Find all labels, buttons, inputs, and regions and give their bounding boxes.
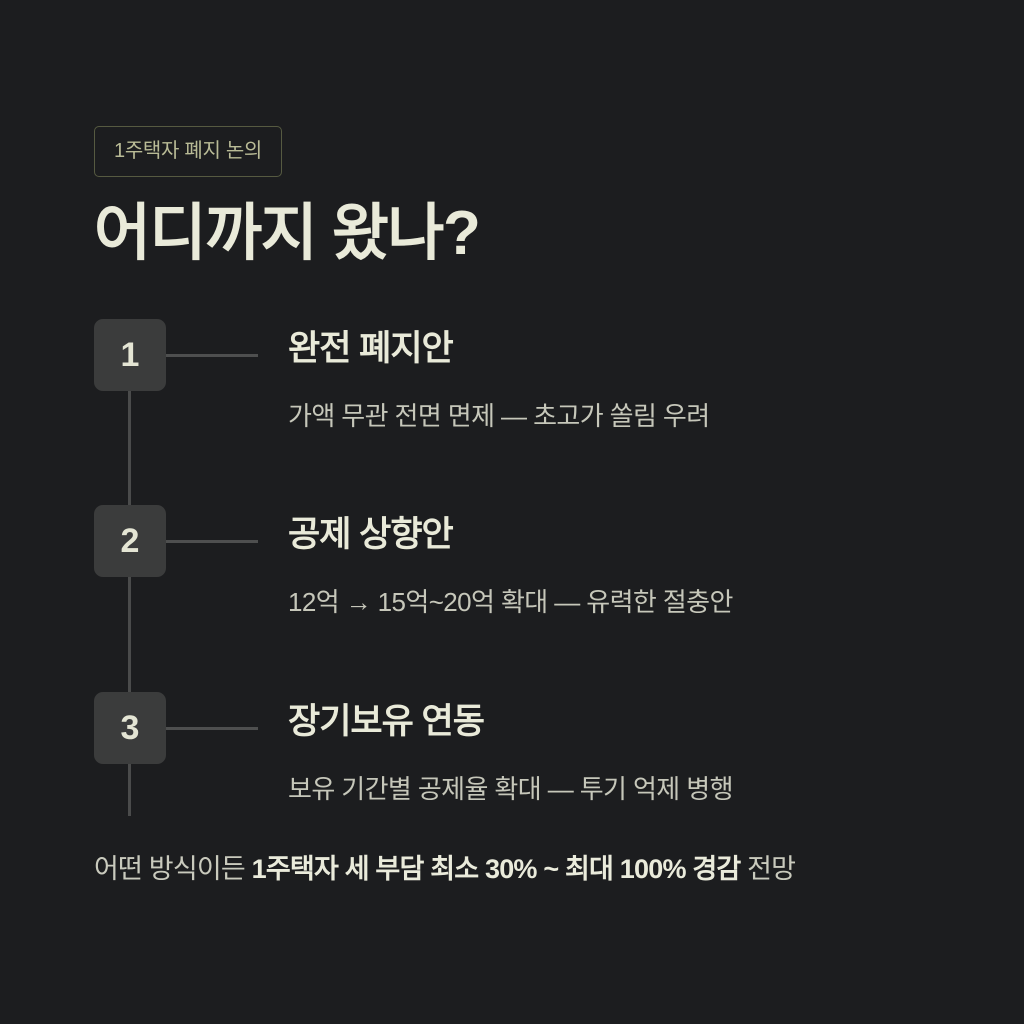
step-connector-3	[166, 727, 258, 730]
footer-tail: 전망	[740, 854, 796, 884]
step-title-1: 완전 폐지안	[288, 329, 454, 368]
step-description-3: 보유 기간별 공제율 확대 — 투기 억제 병행	[288, 774, 733, 804]
header: 1주택자 폐지 논의 어디까지 왔나?	[94, 126, 481, 268]
footer-summary: 어떤 방식이든 1주택자 세 부담 최소 30% ~ 최대 100% 경감 전망	[94, 853, 796, 885]
step-title-2: 공제 상향안	[288, 515, 454, 554]
step-number-badge-3: 3	[94, 692, 166, 764]
footer-lead: 어떤 방식이든	[94, 854, 252, 884]
topic-tag: 1주택자 폐지 논의	[94, 126, 283, 177]
page-title: 어디까지 왔나?	[94, 199, 481, 268]
step-description-1: 가액 무관 전면 면제 — 초고가 쏠림 우려	[288, 401, 710, 431]
footer-highlight: 1주택자 세 부담 최소 30% ~ 최대 100% 경감	[251, 854, 742, 884]
step-title-3: 장기보유 연동	[288, 702, 485, 741]
step-connector-2	[166, 540, 258, 543]
step-connector-1	[166, 354, 258, 357]
step-description-2: 12억 → 15억~20억 확대 — 유력한 절충안	[288, 587, 733, 617]
step-number-badge-1: 1	[94, 319, 166, 391]
timeline-rail-1	[128, 391, 131, 505]
timeline-rail-2	[128, 577, 131, 692]
step-number-badge-2: 2	[94, 505, 166, 577]
timeline-rail-3	[128, 764, 131, 816]
